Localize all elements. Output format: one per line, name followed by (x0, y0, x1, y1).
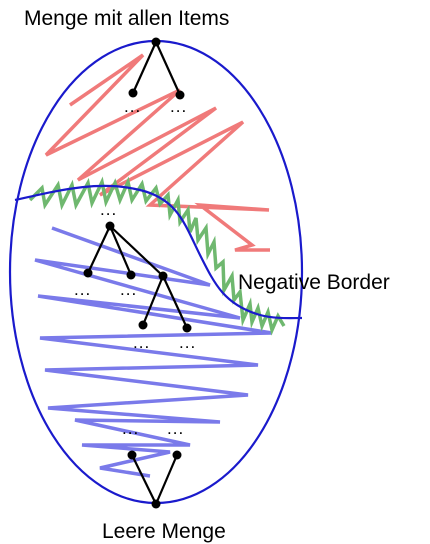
zigzag-negative-border (28, 176, 286, 336)
middle-node-root (105, 221, 115, 231)
bottom-child-node-right (172, 450, 182, 460)
ellipsis-top-right: ... (170, 97, 187, 116)
label-negative-border: Negative Border (238, 271, 390, 294)
zigzag-frequent-bottom (34, 226, 273, 478)
ellipsis-middle-a: ... (74, 280, 91, 299)
middle-node-b (126, 270, 136, 280)
middle-node-a (83, 268, 93, 278)
ellipsis-middle-b: ... (120, 280, 137, 299)
ellipsis-middle-top: ... (100, 200, 117, 219)
negative-border-curve (14, 184, 303, 320)
label-empty-set: Leere Menge (102, 520, 226, 543)
zigzag-infrequent-top (44, 53, 270, 252)
middle-node-e (182, 323, 192, 333)
ellipsis-middle-d: ... (133, 333, 150, 352)
top-node (151, 37, 161, 47)
bottom-node (151, 499, 161, 509)
ellipsis-middle-e: ... (179, 333, 196, 352)
bottom-child-node-left (127, 450, 137, 460)
top-tree (131, 41, 182, 96)
ellipsis-top-left: ... (124, 97, 141, 116)
top-child-node-right (175, 90, 185, 100)
bottom-tree (131, 454, 179, 505)
ellipsis-bottom-right: ... (167, 419, 184, 438)
middle-node-c (158, 271, 168, 281)
middle-node-d (138, 320, 148, 330)
middle-tree (87, 225, 188, 329)
ellipsis-bottom-left: ... (122, 419, 139, 438)
label-all-items: Menge mit allen Items (24, 7, 229, 30)
top-child-node-left (128, 88, 138, 98)
